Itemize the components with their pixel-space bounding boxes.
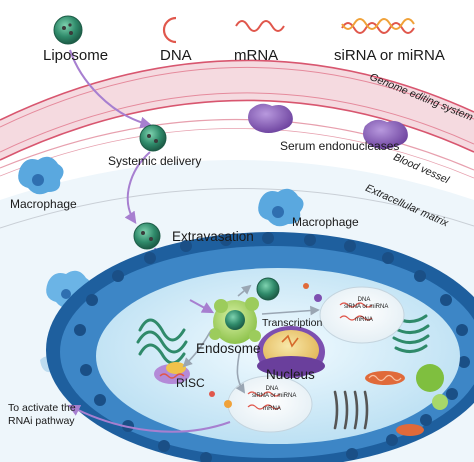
macrophage-right-label: Macrophage [292,215,359,229]
particle [303,283,309,289]
mrna-legend-icon [235,20,285,32]
liposome-escaped [256,277,280,301]
endoplasmic-reticulum [136,318,188,365]
delivery-arrow-2 [124,151,151,224]
extravasation-label: Extravasation [172,229,254,244]
vesicle-upper-sirna: siRNA or miRNA [344,304,389,310]
vesicle-upper [319,286,405,344]
arrow-escape [237,284,252,297]
particle [209,391,215,397]
risc-complex [154,362,190,384]
rough-er-lower [333,390,369,430]
legend-liposome-label: Liposome [43,47,109,64]
arrow-rnai [67,404,231,433]
particle [224,400,232,408]
extracellular-matrix-line [0,188,474,229]
macrophage-left [18,156,64,195]
vesicle-upper-mrna: mRNA [355,317,373,323]
endosome-label: Endosome [196,341,261,356]
macrophage-left-label: Macrophage [10,197,77,211]
vesicle-upper-dna: DNA [357,297,371,303]
dna-legend-icon [162,16,177,44]
vesicle-lower-dna: DNA [265,386,279,392]
legend-mrna-label: mRNA [234,47,279,64]
nucleus-label: Nucleus [266,367,315,382]
arrow-to-risc [182,331,211,368]
liposome-extravasation [133,222,161,250]
serum-endonuclease-2 [363,119,408,149]
vesicle-lower-mrna: mRNA [263,406,281,412]
arrow-to-vesicle [235,349,246,394]
rnai-label-line1: To activate the [8,402,76,414]
lysosome [416,364,444,392]
transcription-label: Transcription [262,317,323,329]
risc-label: RISC [176,376,205,390]
arrow-transcription [261,305,320,316]
serum-endonucleases-label: Serum endonucleases [280,139,400,153]
liposome-in-vessel [139,124,167,152]
macrophage-right [258,188,304,227]
legend-sirna-label: siRNA or miRNA [334,47,445,64]
particle [314,294,322,302]
arrow-into-endosome [189,299,215,314]
legend-dna-label: DNA [160,47,192,64]
nucleus-organelle [257,326,325,378]
small-vesicle [432,394,448,410]
mitochondrion-lower [396,424,424,436]
rnai-label-line2: RNAi pathway [8,415,75,427]
vesicle-upper-text: DNA siRNA or miRNA mRNA [344,297,389,324]
endosome-organelle [209,297,261,344]
mitochondrion-right [365,371,405,385]
systemic-delivery-label: Systemic delivery [108,154,202,168]
liposome-legend-icon [53,15,83,45]
vesicle-lower-text: DNA siRNA or miRNA mRNA [252,386,297,413]
blood-vessel [0,59,474,179]
vesicle-lower [227,375,313,433]
serum-endonuclease-1 [248,103,293,133]
sirna-legend-icon [341,18,415,34]
delivery-arrow-1 [69,49,153,129]
vesicle-lower-sirna: siRNA or miRNA [252,393,297,399]
